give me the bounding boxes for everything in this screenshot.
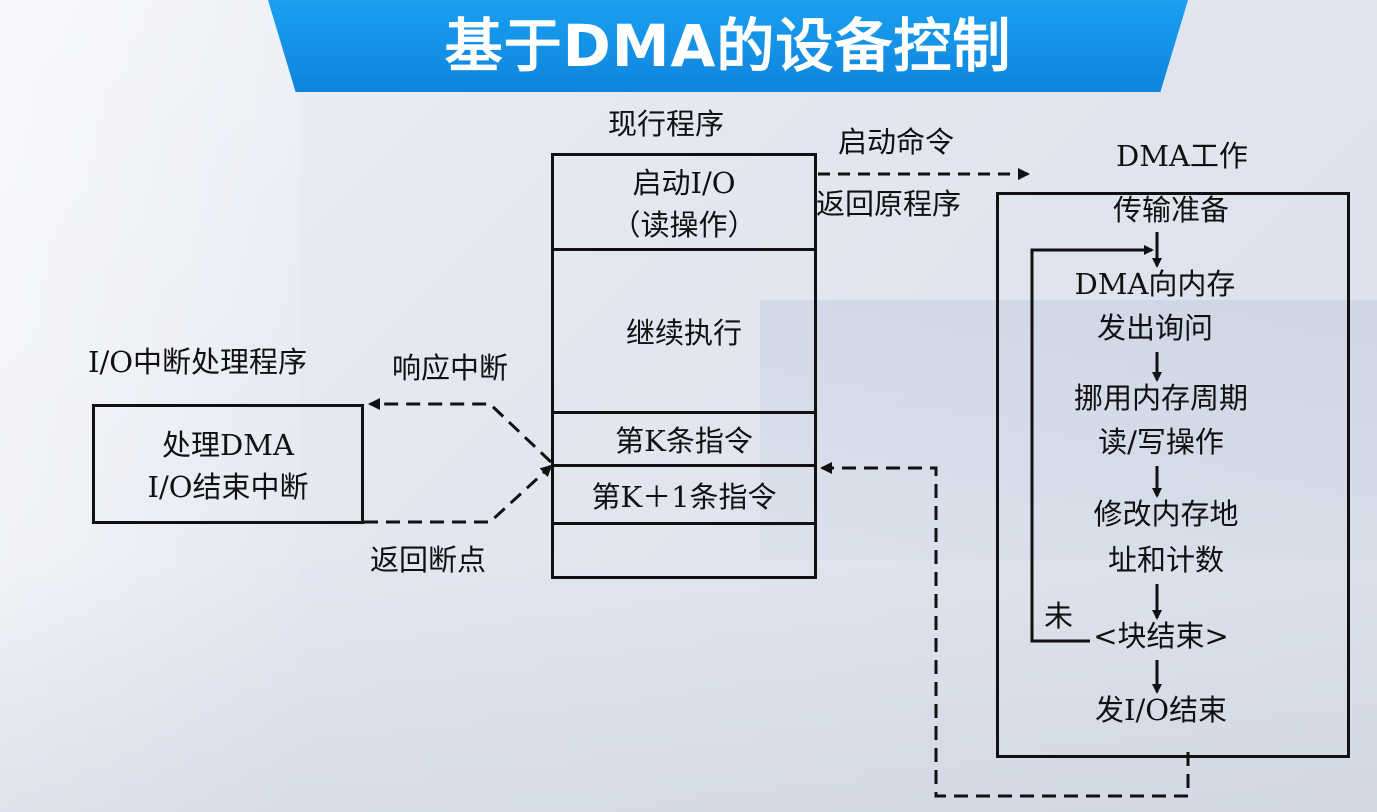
dma-step-query-line2: 发出询问 (1096, 311, 1213, 345)
dma-step-steal-line2: 读/写操作 (1098, 425, 1224, 459)
dma-step-modify-line2: 址和计数 (1107, 543, 1224, 577)
dma-loop-label: 未 (1044, 599, 1074, 633)
program-row-instr-k1: 第K＋1条指令 (554, 467, 814, 525)
dma-step-block-end: <块结束> (1093, 619, 1229, 653)
program-row-instr-k: 第K条指令 (554, 414, 814, 467)
interrupt-line2: I/O结束中断 (147, 470, 309, 504)
program-row-start-io-line2: （读操作） (611, 208, 757, 242)
respond-interrupt-arrow (368, 398, 553, 464)
dma-step-finish: 发I/O结束 (1094, 693, 1227, 727)
return-original-label: 返回原程序 (816, 187, 962, 221)
dma-step-prepare: 传输准备 (1112, 193, 1229, 227)
interrupt-line1: 处理DMA (162, 428, 294, 462)
title-banner: 基于DMA的设备控制 (268, 0, 1188, 92)
dma-interrupt-return-arrow (820, 462, 1190, 798)
dma-step-modify-line1: 修改内存地 (1093, 497, 1239, 531)
dma-step-query-line1: DMA向内存 (1074, 267, 1236, 301)
return-breakpoint-label: 返回断点 (370, 543, 487, 577)
program-heading: 现行程序 (608, 107, 725, 141)
interrupt-handler-box: 处理DMA I/O结束中断 (92, 404, 364, 524)
dma-step-steal-line1: 挪用内存周期 (1073, 381, 1248, 415)
program-row-instr-k1-label: 第K＋1条指令 (591, 479, 777, 514)
dma-heading: DMA工作 (1116, 139, 1248, 173)
program-row-start-io-line1: 启动I/O (632, 166, 736, 200)
dma-box (996, 192, 1350, 758)
page-title: 基于DMA的设备控制 (444, 12, 1012, 80)
interrupt-heading: I/O中断处理程序 (88, 345, 308, 379)
program-row-instr-k-label: 第K条指令 (615, 424, 753, 458)
program-row-start-io: 启动I/O （读操作） (554, 156, 814, 251)
dma-loop-arrow (1030, 245, 1154, 643)
program-row-continue: 继续执行 (554, 251, 814, 414)
respond-interrupt-label: 响应中断 (392, 351, 509, 385)
return-breakpoint-arrow (364, 464, 553, 524)
program-stack: 启动I/O （读操作） 继续执行 第K条指令 第K＋1条指令 (551, 153, 817, 579)
program-row-continue-label: 继续执行 (625, 316, 742, 350)
start-command-label: 启动命令 (838, 125, 955, 159)
